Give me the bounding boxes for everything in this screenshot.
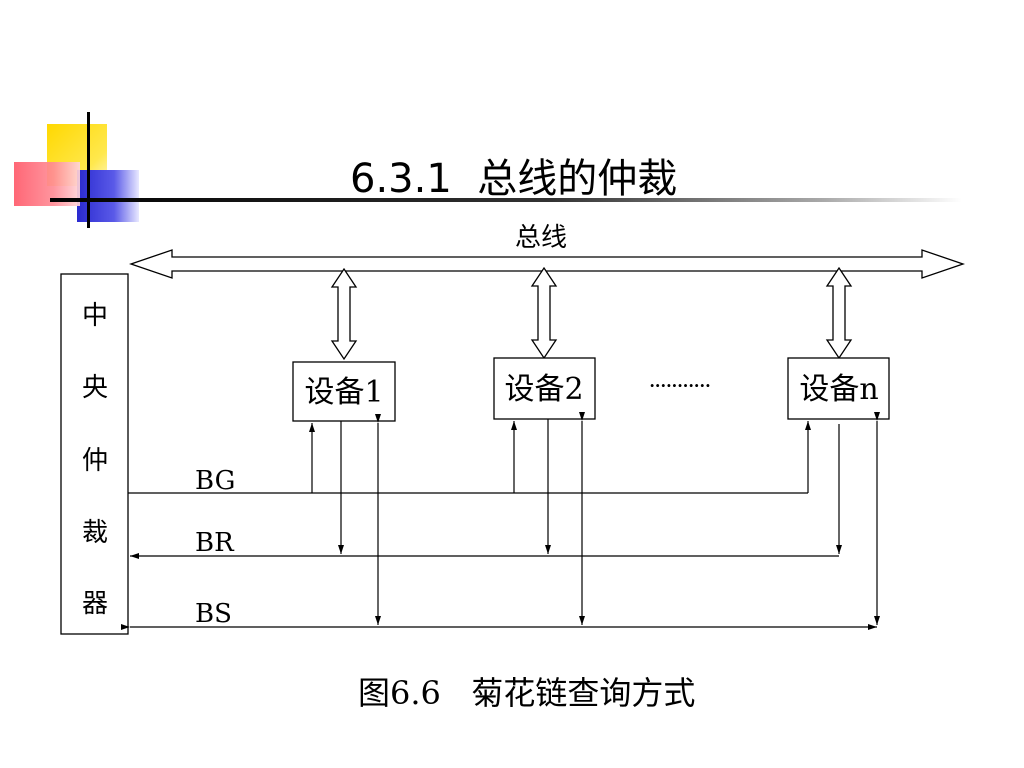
bs-label: BS (195, 599, 232, 629)
arbiter-char-4: 裁 (82, 518, 108, 548)
central-arbiter-box (60, 273, 129, 635)
slide-title: 6.3.1 总线的仲裁 (350, 156, 678, 202)
device-1-box (292, 361, 396, 422)
system-bus-arrow (128, 249, 966, 279)
arbiter-char-1: 中 (82, 301, 108, 331)
devicen-bus-connector (825, 266, 853, 360)
device-n-label: 设备n (799, 372, 878, 407)
arbiter-char-2: 央 (82, 373, 108, 403)
device-ellipsis: ........... (649, 372, 710, 391)
device-2-label: 设备2 (504, 372, 583, 407)
decor-vertical-line (87, 112, 90, 228)
device-n-box (787, 357, 890, 420)
bg-label: BG (195, 466, 235, 496)
figure-caption: 图6.6 菊花链查询方式 (358, 674, 696, 712)
device-2-box (493, 357, 596, 420)
device-1-label: 设备1 (304, 375, 383, 410)
br-label: BR (195, 528, 235, 558)
bus-label: 总线 (515, 223, 567, 253)
title-underline (50, 198, 962, 202)
arbiter-char-5: 器 (82, 589, 108, 619)
arbiter-char-3: 仲 (82, 446, 108, 476)
device2-bus-connector (530, 266, 558, 360)
device1-bus-connector (330, 267, 358, 361)
